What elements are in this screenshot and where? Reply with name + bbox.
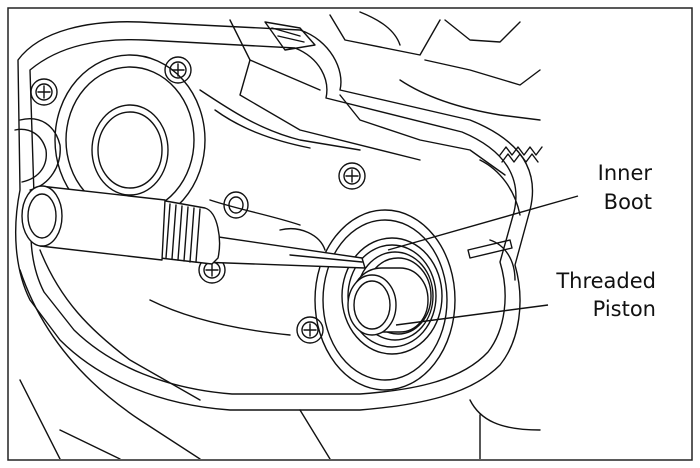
inner-boot-ring <box>341 237 443 355</box>
threaded-piston-leader <box>395 304 549 326</box>
label-inner-boot-line2: Boot <box>604 190 652 214</box>
bolt-icon <box>296 316 324 344</box>
threaded-piston <box>347 267 429 336</box>
caliper-drawing <box>14 11 543 459</box>
bolt-icon <box>30 78 58 106</box>
left-port-bore <box>91 104 169 196</box>
bolt-icon <box>338 162 366 190</box>
bolt-icon <box>164 56 192 84</box>
inner-boot-leader <box>387 195 579 251</box>
label-threaded-piston-line2: Piston <box>593 297 656 321</box>
label-threaded-piston: Threaded Piston <box>555 269 656 321</box>
caliper-body-outline <box>14 21 534 411</box>
pick-tool <box>21 185 366 269</box>
label-inner-boot-line1: Inner <box>598 161 653 185</box>
label-threaded-piston-line1: Threaded <box>555 269 656 293</box>
label-inner-boot: Inner Boot <box>598 161 653 214</box>
piston-housing-outer <box>314 209 456 391</box>
